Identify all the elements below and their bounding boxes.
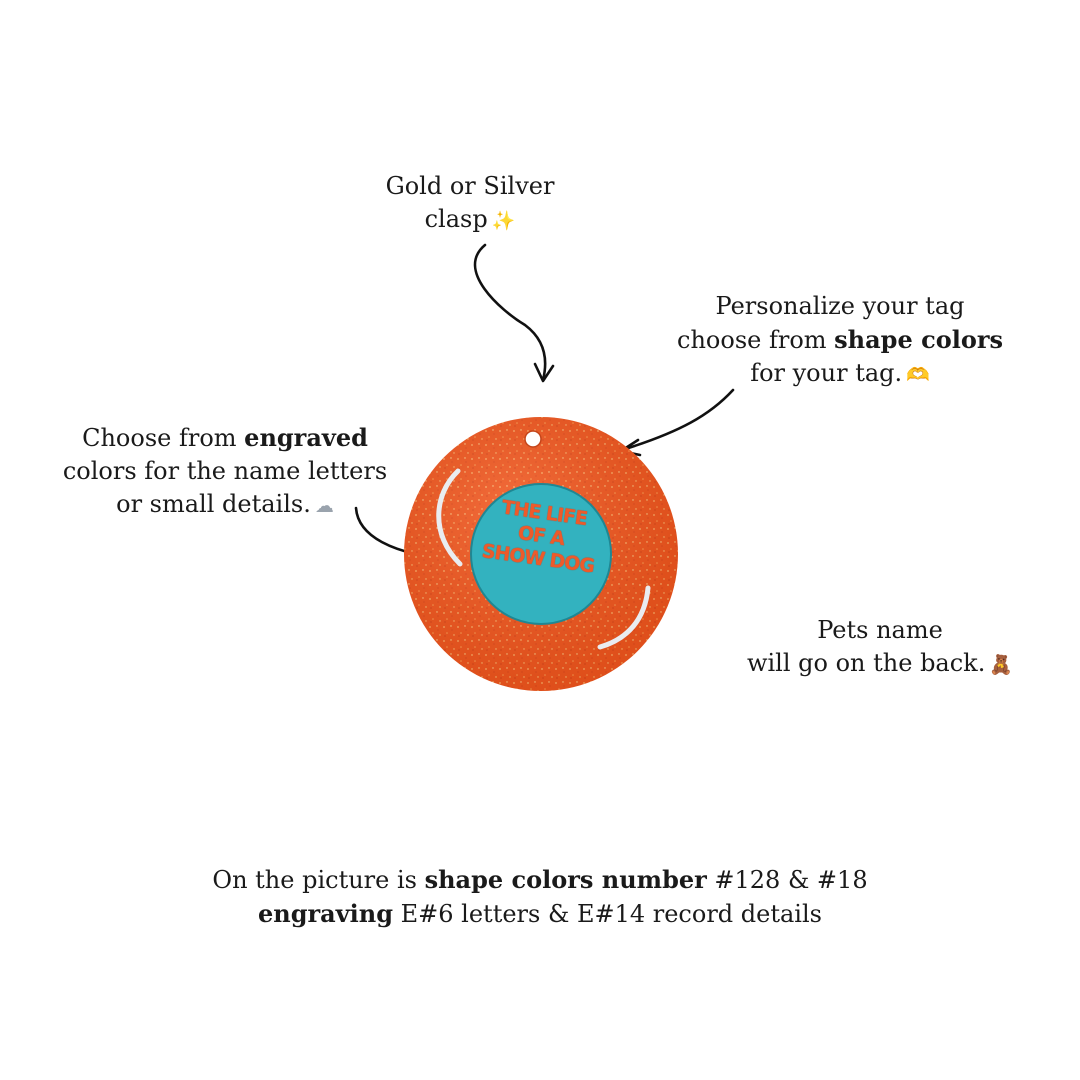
shape-note-line1: Personalize your tag	[715, 292, 965, 320]
bottom-note-suffix1: #128 & #18	[706, 866, 868, 894]
heart-hands-icon: 🫶	[906, 364, 930, 386]
shape-note-line2: choose from shape colors	[640, 323, 1040, 357]
record-detail-right	[597, 585, 651, 650]
back-note-text: will go on the back.	[746, 649, 986, 677]
engraved-note-bold: engraved	[244, 423, 368, 452]
engraved-note-line2: colors for the name letters	[62, 457, 388, 485]
pet-tag-graphic	[404, 417, 678, 691]
engraved-colors-note: Choose from engraved colors for the name…	[40, 421, 410, 523]
clasp-note: Gold or Silver clasp✨	[340, 170, 600, 238]
clasp-note-line1: Gold or Silver	[385, 172, 555, 200]
color-reference-note: On the picture is shape colors number #1…	[150, 863, 930, 931]
clasp-note-line2: clasp✨	[340, 203, 600, 238]
engraved-note-line1: Choose from engraved	[40, 421, 410, 455]
clasp-note-text: clasp	[424, 205, 488, 233]
bottom-note-suffix2: E#6 letters & E#14 record details	[393, 900, 822, 928]
bottom-note-prefix: On the picture is	[212, 866, 425, 894]
clasp-hole	[524, 430, 542, 448]
shape-colors-note: Personalize your tag choose from shape c…	[640, 290, 1040, 392]
pets-name-note: Pets name will go on the back.🧸	[720, 614, 1040, 682]
shape-note-prefix: choose from	[677, 326, 835, 354]
bottom-note-line1: On the picture is shape colors number #1…	[150, 863, 930, 897]
bottom-note-bold1: shape colors number	[424, 865, 707, 894]
pet-tag: THE LIFE OF A SHOW DOG	[400, 414, 682, 694]
teddy-bear-icon: 🧸	[989, 654, 1014, 676]
engraved-note-prefix: Choose from	[82, 424, 245, 452]
record-detail-left	[436, 468, 463, 567]
shape-note-text: for your tag.	[750, 359, 903, 387]
back-note-line2: will go on the back.🧸	[720, 647, 1040, 682]
bottom-note-line2: engraving E#6 letters & E#14 record deta…	[150, 897, 930, 931]
shape-note-bold: shape colors	[834, 325, 1003, 354]
shape-note-line3: for your tag.🫶	[640, 357, 1040, 392]
back-note-line1: Pets name	[817, 616, 943, 644]
engraved-note-text: or small details.	[116, 490, 311, 518]
engraved-note-line3: or small details.☁	[40, 488, 410, 523]
sparkles-icon: ✨	[491, 210, 516, 232]
cloud-icon: ☁	[314, 495, 334, 517]
bottom-note-bold2: engraving	[258, 899, 394, 928]
clasp-arrow-icon	[473, 243, 555, 383]
tag-center-disc	[470, 483, 612, 625]
